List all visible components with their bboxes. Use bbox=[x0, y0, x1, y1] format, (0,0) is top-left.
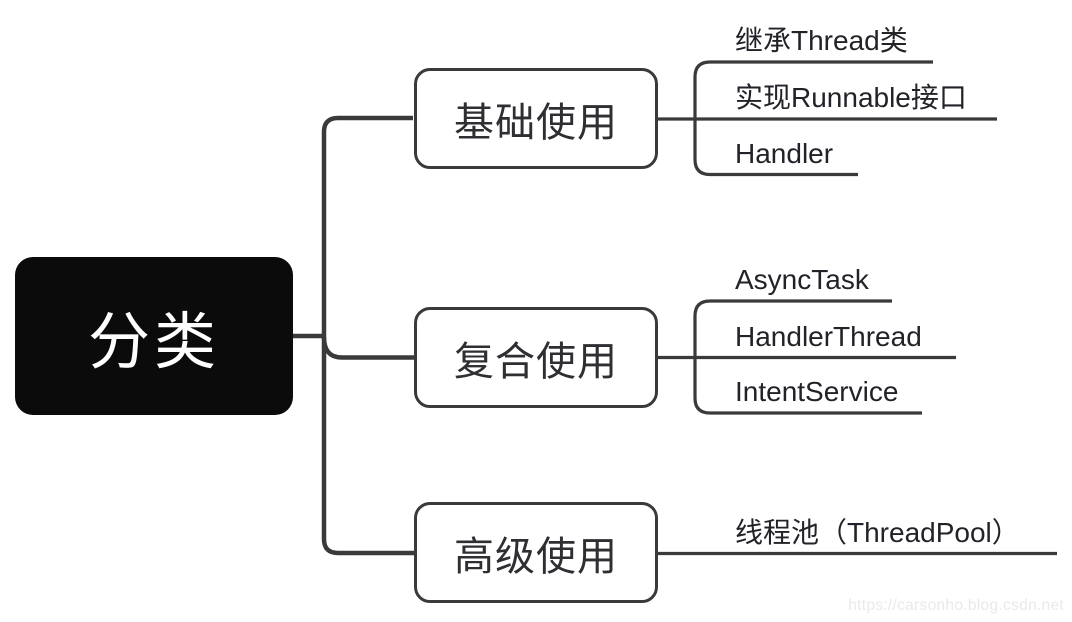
trunk-connector-line bbox=[321, 115, 416, 556]
leaf-handler: Handler bbox=[735, 138, 834, 169]
leaf-extend-thread-class: 继承Thread类 bbox=[735, 25, 908, 56]
leaf-threadpool: 线程池（ThreadPool） bbox=[735, 517, 1020, 548]
branch-node-basic-usage: 基础使用 bbox=[414, 68, 658, 169]
leaf-asynctask: AsyncTask bbox=[735, 264, 869, 295]
branch1-bracket-line bbox=[693, 60, 933, 177]
leaf-implement-runnable-interface: 实现Runnable接口 bbox=[735, 82, 967, 113]
branch-node-advanced-usage: 高级使用 bbox=[414, 502, 658, 603]
branch2-bracket-line bbox=[693, 299, 922, 415]
middle-branch-connector-line bbox=[321, 336, 414, 360]
leaf-intentservice: IntentService bbox=[735, 376, 899, 407]
branch-node-label: 高级使用 bbox=[454, 534, 618, 579]
branch-node-label: 基础使用 bbox=[454, 100, 618, 145]
root-node-label: 分类 bbox=[87, 308, 220, 377]
root-node-classification: 分类 bbox=[15, 257, 293, 415]
watermark-url: https://carsonho.blog.csdn.net bbox=[848, 597, 1064, 614]
branch-node-label: 复合使用 bbox=[454, 339, 618, 384]
branch-node-composite-usage: 复合使用 bbox=[414, 307, 658, 408]
leaf-handlerthread: HandlerThread bbox=[735, 321, 922, 352]
